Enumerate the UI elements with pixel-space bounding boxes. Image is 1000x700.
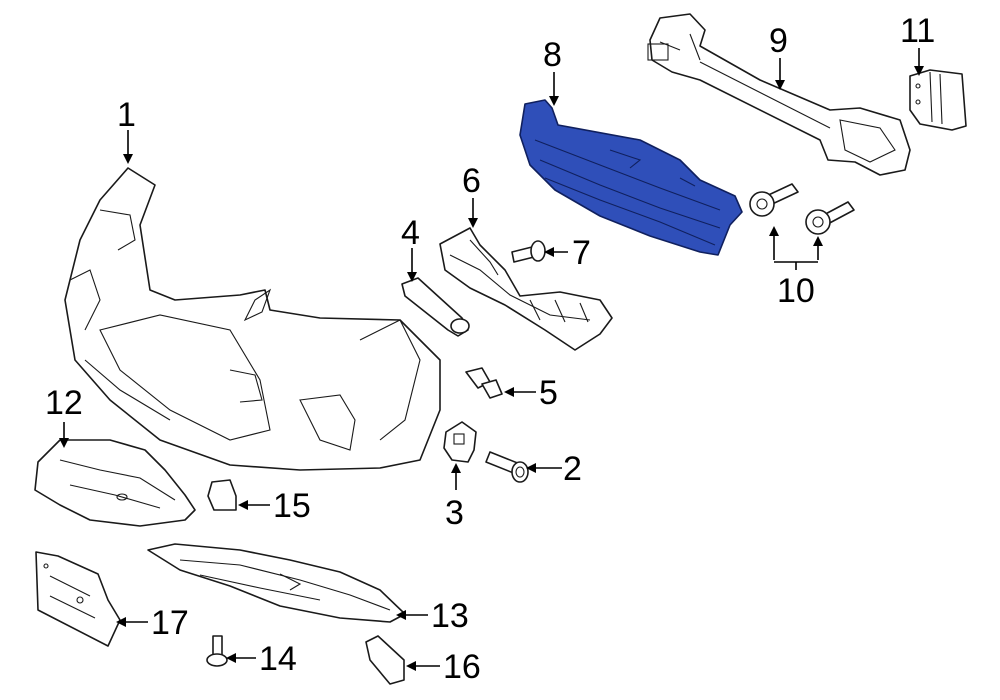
callout-5: 5 <box>539 374 558 412</box>
callout-7: 7 <box>572 234 591 272</box>
part-16-clip[interactable] <box>365 635 405 685</box>
part-9-reinforcement[interactable] <box>647 13 911 176</box>
callout-3: 3 <box>445 494 464 532</box>
callout-15: 15 <box>273 487 311 525</box>
callout-1: 1 <box>117 96 136 134</box>
callout-4: 4 <box>401 214 420 252</box>
callout-leaders <box>59 48 924 671</box>
part-7-bolt[interactable] <box>511 240 546 263</box>
part-2-bolt[interactable] <box>485 451 529 483</box>
part-14-bolt[interactable] <box>206 635 228 667</box>
callout-13: 13 <box>431 597 469 635</box>
callout-17: 17 <box>151 604 189 642</box>
part-6-absorber[interactable] <box>439 227 613 351</box>
part-10-bolts[interactable] <box>749 183 855 235</box>
part-12-splash-shield[interactable] <box>34 439 196 527</box>
part-15-clip[interactable] <box>207 479 237 511</box>
callout-12: 12 <box>45 384 83 422</box>
callout-8: 8 <box>543 36 562 74</box>
callout-14: 14 <box>259 640 297 678</box>
callout-labels: 1 2 3 4 5 6 7 8 9 10 11 12 13 14 15 16 1… <box>45 12 935 686</box>
part-17-license-bracket[interactable] <box>35 551 121 647</box>
callout-9: 9 <box>769 22 788 60</box>
callout-11: 11 <box>900 12 935 50</box>
part-1-bumper-cover[interactable] <box>64 167 441 471</box>
callout-6: 6 <box>462 162 481 200</box>
part-3-retainer[interactable] <box>443 421 477 463</box>
part-11-bracket[interactable] <box>909 69 967 131</box>
part-4-bracket[interactable] <box>401 277 470 337</box>
callout-10: 10 <box>777 272 815 310</box>
callout-2: 2 <box>563 450 582 488</box>
part-5-clip[interactable] <box>465 367 503 399</box>
callout-16: 16 <box>443 648 481 686</box>
part-8-highlighted-absorber[interactable] <box>519 99 743 256</box>
